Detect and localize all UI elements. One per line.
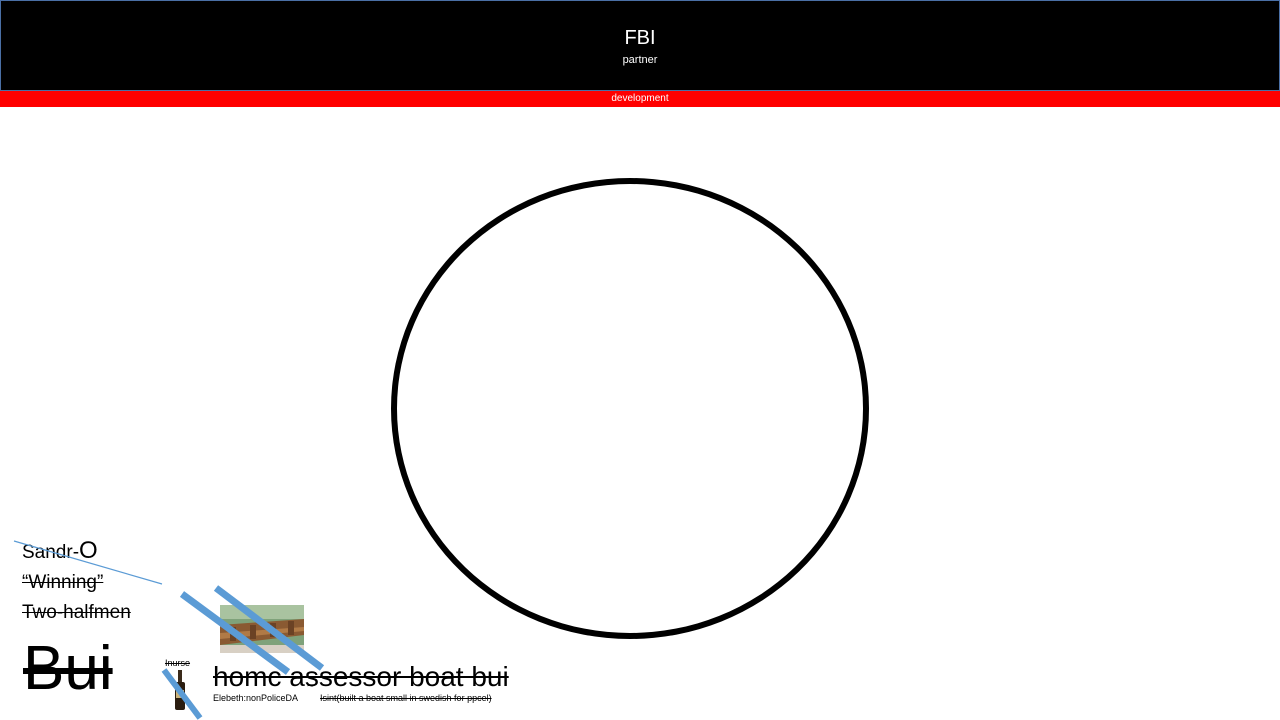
circle-shape: [391, 178, 869, 639]
sandro-prefix: Sandr-: [22, 542, 80, 563]
bui-note: Bui: [23, 634, 113, 703]
elebeth-note: Elebeth:nonPoliceDA: [213, 693, 299, 703]
winning-note: “Winning”: [22, 572, 104, 593]
nurse-note: Inurse: [165, 658, 191, 668]
development-banner: development: [0, 91, 1280, 107]
sandro-note: Sandr-O: [22, 539, 98, 565]
header-title: FBI: [624, 27, 656, 49]
home-assessor-note: homc assessor boat bui: [213, 661, 509, 692]
bottle-image: [175, 670, 185, 710]
header-bar: [0, 0, 1280, 91]
isint-note: Isint(built a boat small in swedish for …: [320, 693, 492, 703]
header-subtitle: partner: [622, 54, 658, 66]
boat-photo: [220, 605, 304, 653]
tilde-mark: ~: [307, 679, 315, 693]
sandro-suffix: O: [79, 537, 98, 564]
two-half-men-note: Two-halfmen: [22, 602, 131, 623]
